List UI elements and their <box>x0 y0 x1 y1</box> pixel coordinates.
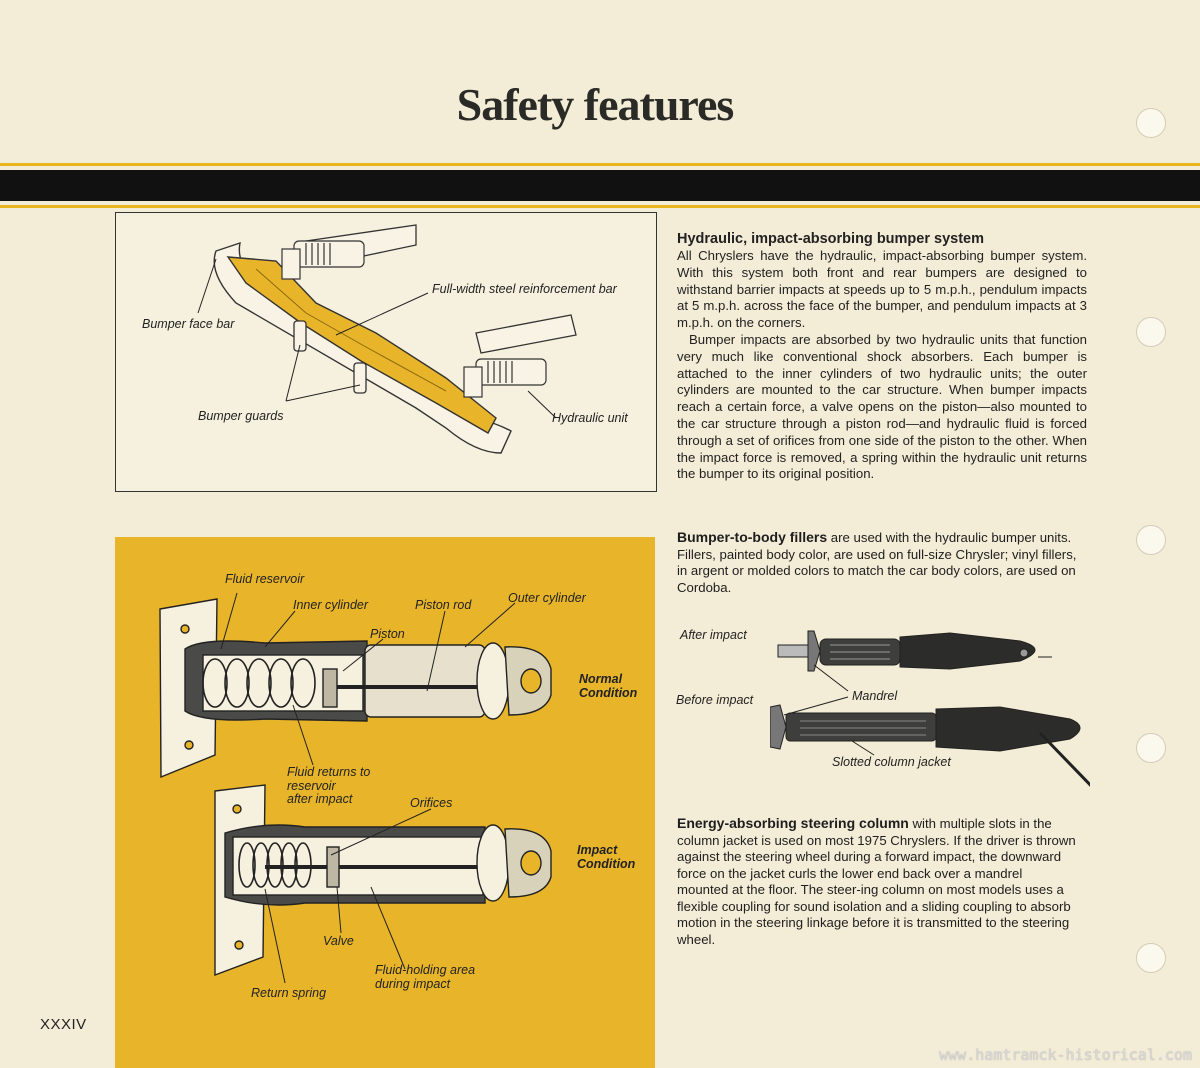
steering-column-illustration <box>770 630 1090 787</box>
binder-hole <box>1136 525 1166 555</box>
page-title: Safety features <box>456 79 735 130</box>
binder-hole <box>1136 733 1166 763</box>
mandrel-label: Mandrel <box>852 689 898 703</box>
binder-hole <box>1136 943 1166 973</box>
binder-hole <box>1136 108 1166 138</box>
bumper-diagram: Bumper face bar Full-width steel reinfor… <box>115 212 657 492</box>
yellow-rule-bottom <box>0 205 1200 208</box>
watermark: www.hamtramck-historical.com <box>939 1046 1192 1064</box>
reinforcement-bar-label: Full-width steel reinforcement bar <box>432 282 617 296</box>
return-spring-label: Return spring <box>251 986 327 1000</box>
fillers-text: are used with the hydraulic bumper units… <box>677 530 1077 595</box>
normal-condition-label: Normal Condition <box>579 672 638 700</box>
steering-column-photo: Mandrel Slotted column jacket <box>770 615 1090 805</box>
bumper-guards-label: Bumper guards <box>198 409 284 423</box>
slotted-jacket-label: Slotted column jacket <box>832 755 951 769</box>
bumper-heading: Hydraulic, impact-absorbing bumper syste… <box>677 231 984 247</box>
steering-heading: Energy-absorbing steering column <box>677 815 909 831</box>
bumper-article: Hydraulic, impact-absorbing bumper syste… <box>677 231 1087 483</box>
orifices-label: Orifices <box>410 796 453 810</box>
impact-condition-label: Impact Condition <box>577 843 636 871</box>
fluid-holding-label: Fluid-holding area during impact <box>375 963 476 991</box>
before-impact-label: Before impact <box>676 693 754 707</box>
fillers-heading: Bumper-to-body fillers <box>677 529 828 545</box>
hydraulic-cutaway-illustration <box>159 592 552 984</box>
bumper-paragraph-2: Bumper impacts are absorbed by two hydra… <box>677 331 1087 482</box>
binder-hole <box>1136 317 1166 347</box>
inner-cylinder-label: Inner cylinder <box>293 598 369 612</box>
yellow-rule-top <box>0 163 1200 166</box>
fluid-returns-label: Fluid returns to reservoir after impact <box>287 765 371 806</box>
fillers-paragraph: Bumper-to-body fillers are used with the… <box>677 529 1077 596</box>
fluid-reservoir-label: Fluid reservoir <box>225 572 305 586</box>
bumper-face-bar-label: Bumper face bar <box>142 317 235 331</box>
valve-label: Valve <box>323 934 354 948</box>
piston-rod-label: Piston rod <box>415 598 472 612</box>
hydraulic-unit-label: Hydraulic unit <box>552 411 628 425</box>
hydraulic-cutaway-panel: Fluid reservoir Inner cylinder Piston ro… <box>115 537 655 1068</box>
page-number: XXXIV <box>40 1016 87 1033</box>
bumper-paragraph-1: All Chryslers have the hydraulic, impact… <box>677 248 1087 331</box>
black-header-band <box>0 170 1200 201</box>
bumper-illustration <box>197 224 577 454</box>
steering-paragraph: Energy-absorbing steering column with mu… <box>677 815 1077 948</box>
after-impact-label: After impact <box>680 628 747 642</box>
steering-text: with multiple slots in the column jacket… <box>677 816 1076 947</box>
outer-cylinder-label: Outer cylinder <box>508 591 586 605</box>
piston-label: Piston <box>370 627 405 641</box>
